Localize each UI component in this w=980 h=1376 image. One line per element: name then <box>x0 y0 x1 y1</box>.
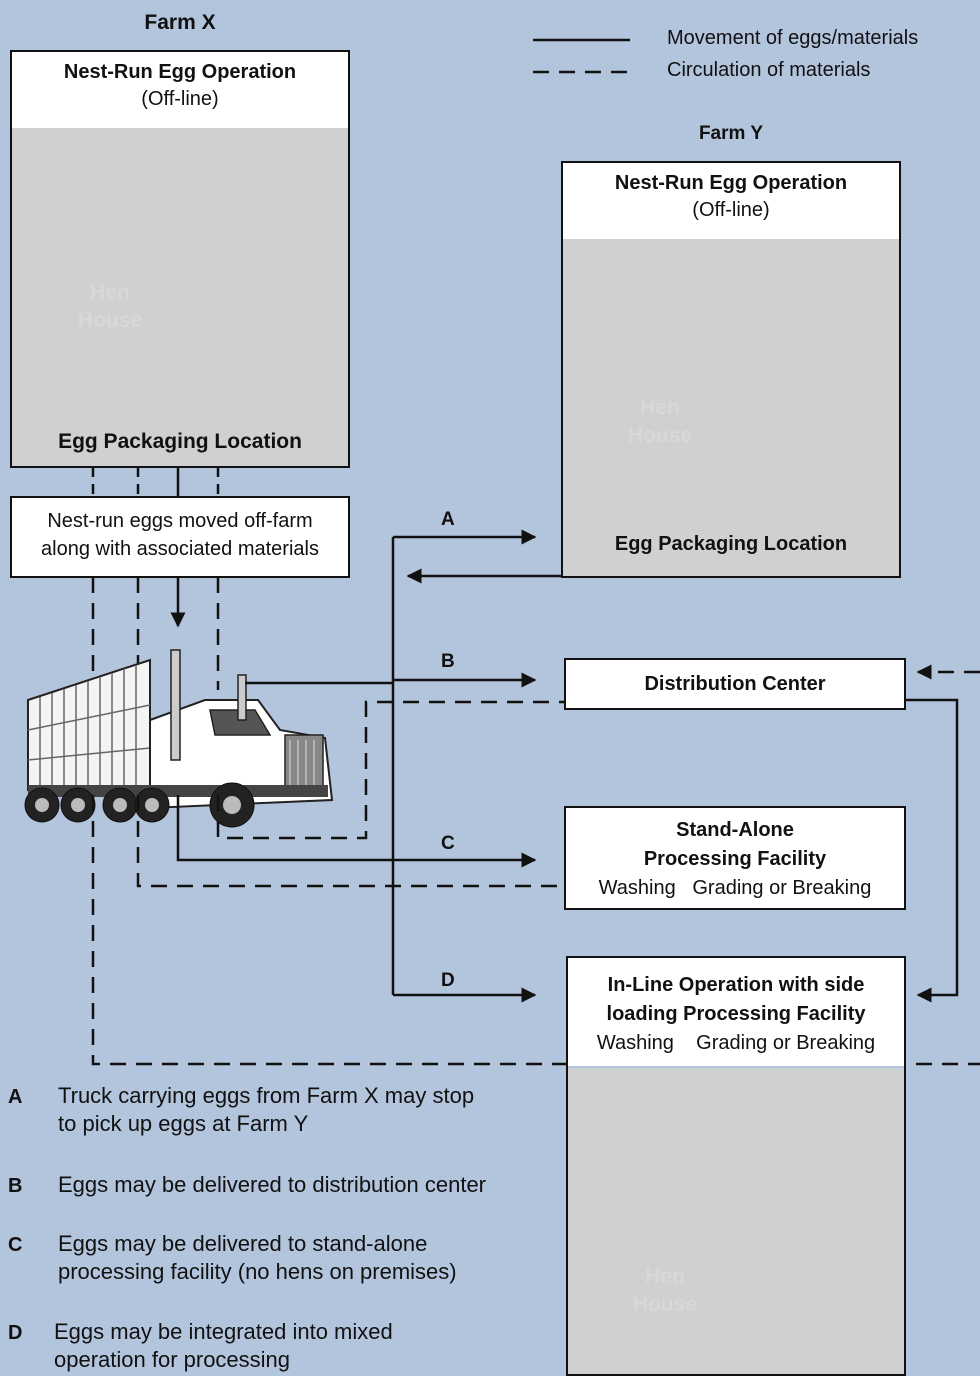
standalone-functions: Washing Grading or Breaking <box>598 877 872 899</box>
farm-x-title: Farm X <box>144 11 216 34</box>
farm-y-box: Nest-Run Egg Operation (Off-line) <box>561 161 901 578</box>
farm-x-status: (Off-line) <box>141 88 219 110</box>
farm-x-to-note-lines <box>91 467 220 497</box>
route-c-label: C <box>441 833 455 854</box>
dc-to-inline-arrow <box>905 698 959 1003</box>
legend-solid-label: Movement of eggs/materials <box>667 27 919 49</box>
farm-y-hen-house-label: Hen House <box>627 396 693 447</box>
distribution-center-title: Distribution Center <box>644 672 826 695</box>
inline-title-1: In-Line Operation with side <box>607 974 865 996</box>
inline-title-2: loading Processing Facility <box>606 1003 866 1025</box>
standalone-facility-box: Stand-Alone Processing Facility Washing … <box>564 806 906 910</box>
inline-operation-box: In-Line Operation with side loading Proc… <box>566 956 906 1376</box>
farm-y-status: (Off-line) <box>692 199 770 221</box>
route-d-label: D <box>441 970 455 991</box>
note-to-truck-lines <box>91 577 220 690</box>
standalone-title-2: Processing Facility <box>643 848 827 870</box>
farm-y-operation: Nest-Run Egg Operation <box>614 172 848 194</box>
distribution-center-box: Distribution Center <box>564 658 906 710</box>
standalone-title-1: Stand-Alone <box>676 819 794 841</box>
farm-x-operation: Nest-Run Egg Operation <box>63 61 297 83</box>
inline-hen-house-label: Hen House <box>632 1265 698 1316</box>
route-c-arrow <box>176 795 537 868</box>
farm-x-hen-house-label: Hen House <box>77 281 143 332</box>
farm-y-packaging-label: Egg Packaging Location <box>614 533 848 555</box>
truck-icon <box>24 649 334 828</box>
route-a-label: A <box>441 509 455 530</box>
inline-functions: Washing Grading or Breaking <box>596 1032 876 1054</box>
farm-y-title: Farm Y <box>698 123 764 144</box>
farm-x-packaging-label: Egg Packaging Location <box>58 430 302 453</box>
route-trunk <box>176 529 959 1003</box>
offfarm-note: Nest-run eggs moved off-farm along with … <box>10 496 350 578</box>
farm-x-box: Nest-Run Egg Operation (Off-line) <box>10 50 350 468</box>
route-b-label: B <box>441 651 455 672</box>
legend-dashed-label: Circulation of materials <box>667 59 871 81</box>
